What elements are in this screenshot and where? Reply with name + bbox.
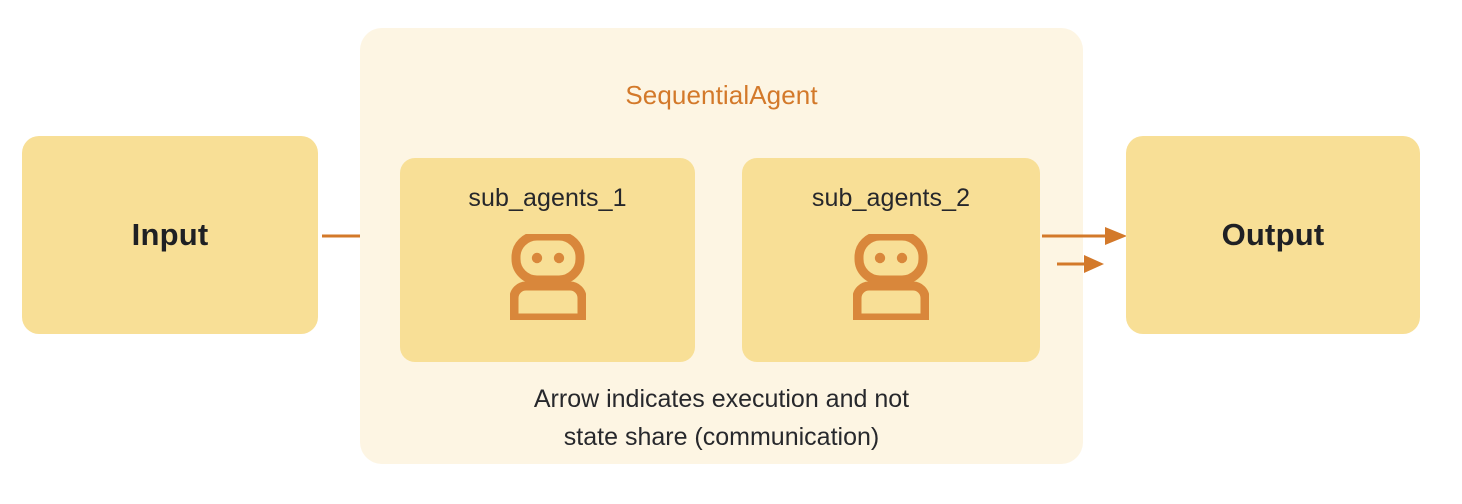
- caption: Arrow indicates execution and not state …: [360, 380, 1083, 456]
- robot-icon: [509, 231, 586, 323]
- sequential-agent-container: SequentialAgent sub_agents_1: [360, 28, 1104, 464]
- sub-agent-1-label: sub_agents_1: [468, 184, 627, 212]
- arrow-sub-agents-1-to-sub-agents-2-icon: [1057, 252, 1104, 276]
- robot-icon: [852, 231, 930, 323]
- sub-agent-card-1: sub_agents_1: [400, 158, 695, 362]
- arrow-sub-agents-2-to-output-icon: [1042, 224, 1127, 248]
- output-box: Output: [1126, 136, 1420, 334]
- sub-agent-card-2: sub_agents_2: [742, 158, 1040, 362]
- sequential-agent-title: SequentialAgent: [625, 80, 818, 110]
- input-label: Input: [131, 217, 209, 252]
- input-box: Input: [22, 136, 318, 334]
- sub-agent-2-label: sub_agents_2: [811, 184, 971, 212]
- caption-line-2: state share (communication): [563, 423, 880, 451]
- output-label: Output: [1221, 217, 1325, 252]
- caption-line-1: Arrow indicates execution and not: [533, 385, 910, 413]
